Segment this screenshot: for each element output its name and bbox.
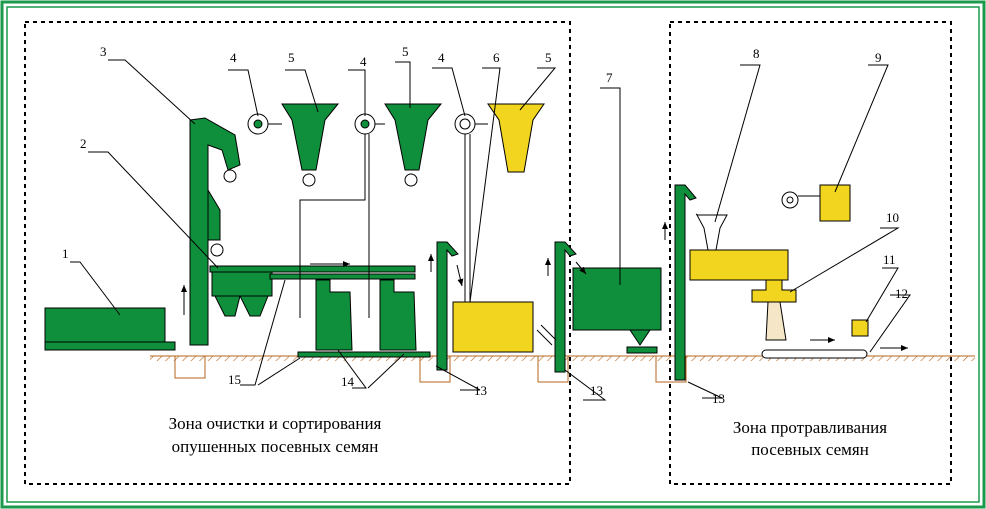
label-4a: 4 [230,50,237,65]
item-9-chemical-tank [781,184,851,222]
label-5c: 5 [545,50,552,65]
item-13-elevator-c [662,184,711,381]
inner-frame [6,6,980,503]
item-14-separators [297,279,431,358]
treating-zone-title-line1: Зона протравливания [733,418,887,437]
label-2: 2 [80,136,87,151]
label-15: 15 [228,372,241,387]
air-ducts [268,123,488,318]
item-1-receiving-bin [44,307,176,351]
item-5-cyclone-a [281,103,340,187]
label-13c: 13 [712,391,725,406]
item-13-elevator-b [536,241,577,373]
item-4-fan-a [247,113,269,135]
label-5b: 5 [402,44,409,59]
cleaning-zone-title-line2: опушенных посевных семян [172,437,379,456]
item-3-elevator [181,117,241,346]
item-5-cyclone-c [487,103,545,173]
cleaning-zone-title-line1: Зона очистки и сортирования [169,414,382,433]
item-8-seed-treater [689,214,789,281]
item-4-fan-c [454,113,476,135]
item-6-intermediate-bin [452,301,534,353]
item-13-elevator-a [428,241,464,371]
item-10-bagging-unit [751,279,797,341]
item-5-cyclone-b [384,103,443,187]
label-5a: 5 [288,50,295,65]
treating-zone-title-line2: посевных семян [751,440,869,459]
label-13b: 13 [590,383,603,398]
label-12: 12 [895,286,908,301]
item-7-storage-bin [572,261,662,354]
label-8: 8 [753,46,760,61]
label-9: 9 [875,50,882,65]
item-11-bag [851,319,869,337]
label-1: 1 [62,246,69,261]
label-3: 3 [100,44,107,59]
leader-lines [70,59,911,401]
label-14: 14 [341,374,355,389]
label-13a: 13 [474,383,487,398]
treating-zone-box [669,21,952,485]
label-11: 11 [883,252,896,267]
item-12-conveyor [761,337,908,359]
label-4b: 4 [360,54,367,69]
label-6: 6 [493,50,500,65]
label-10: 10 [886,210,899,225]
label-4c: 4 [438,50,445,65]
label-7: 7 [606,70,613,85]
item-2-cleaning-machine [209,265,416,317]
item-4-fan-b [354,113,376,135]
